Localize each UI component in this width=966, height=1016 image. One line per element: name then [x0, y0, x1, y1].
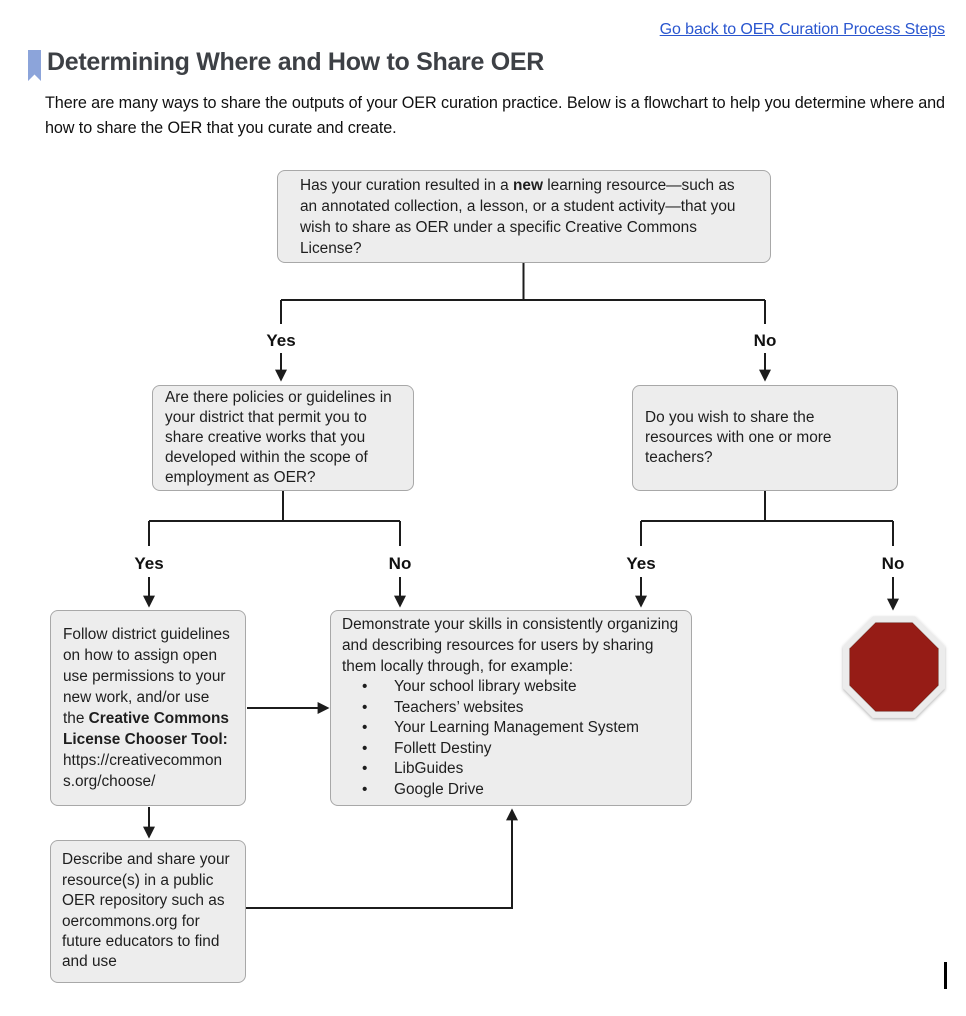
demonstrate-bullet-list: • Your school library website • Teachers’ …	[342, 677, 680, 801]
bullet-icon: •	[362, 760, 368, 778]
cc-chooser-url: https://creativecommons.org/choose/	[63, 752, 223, 790]
bullet-text: Follett Destiny	[394, 739, 492, 757]
bookmark-icon	[28, 50, 41, 81]
bullet-icon: •	[362, 739, 368, 757]
bullet-icon: •	[362, 678, 368, 696]
list-item: • LibGuides	[342, 759, 680, 780]
list-item: • Teachers’ websites	[342, 698, 680, 719]
box-text: Follow district guidelines on how to ass…	[63, 626, 230, 790]
box-text: Describe and share your resource(s) in a…	[62, 851, 230, 971]
box-text: Do you wish to share the resources with …	[645, 409, 832, 466]
bullet-icon: •	[362, 719, 368, 737]
bullet-text: Google Drive	[394, 781, 484, 799]
list-item: • Follett Destiny	[342, 739, 680, 760]
box-text: Demonstrate your skills in consistently …	[342, 616, 679, 675]
branch-label-yes-3: Yes	[626, 554, 656, 573]
branch-label-yes-1: Yes	[266, 331, 296, 350]
flowchart-box-follow-guidelines: Follow district guidelines on how to ass…	[50, 610, 246, 806]
branch-label-no-2: No	[388, 554, 412, 573]
bullet-text: Teachers’ websites	[394, 698, 524, 716]
intro-paragraph: There are many ways to share the outputs…	[45, 94, 945, 137]
flowchart-box-demonstrate-skills: Demonstrate your skills in consistently …	[330, 610, 692, 806]
stop-icon	[843, 616, 945, 718]
bullet-text: LibGuides	[394, 760, 464, 778]
bullet-text: Your school library website	[394, 678, 577, 696]
bullet-icon: •	[362, 698, 368, 716]
list-item: • Your Learning Management System	[342, 718, 680, 739]
list-item: • Your school library website	[342, 677, 680, 698]
branch-label-yes-2: Yes	[134, 554, 164, 573]
flowchart-box-policies-question: Are there policies or guidelines in your…	[152, 385, 414, 491]
bullet-icon: •	[362, 781, 368, 799]
back-link[interactable]: Go back to OER Curation Process Steps	[659, 21, 945, 38]
box-text: Are there policies or guidelines in your…	[165, 389, 392, 486]
list-item: • Google Drive	[342, 780, 680, 801]
flowchart-box-share-teachers-question: Do you wish to share the resources with …	[632, 385, 898, 491]
arrow-describe-to-demo	[246, 808, 518, 909]
flowchart-box-describe-share: Describe and share your resource(s) in a…	[50, 840, 246, 983]
stop-icon-face	[849, 622, 939, 712]
text-cursor	[944, 962, 947, 989]
branch-label-no-1: No	[753, 331, 777, 350]
flowchart-box-new-resource-question: Has your curation resulted in a new lear…	[277, 170, 771, 263]
branch-label-no-3: No	[881, 554, 905, 573]
bullet-text: Your Learning Management System	[394, 719, 639, 737]
box-text: Has your curation resulted in a new lear…	[300, 176, 736, 257]
page-title: Determining Where and How to Share OER	[47, 48, 544, 76]
